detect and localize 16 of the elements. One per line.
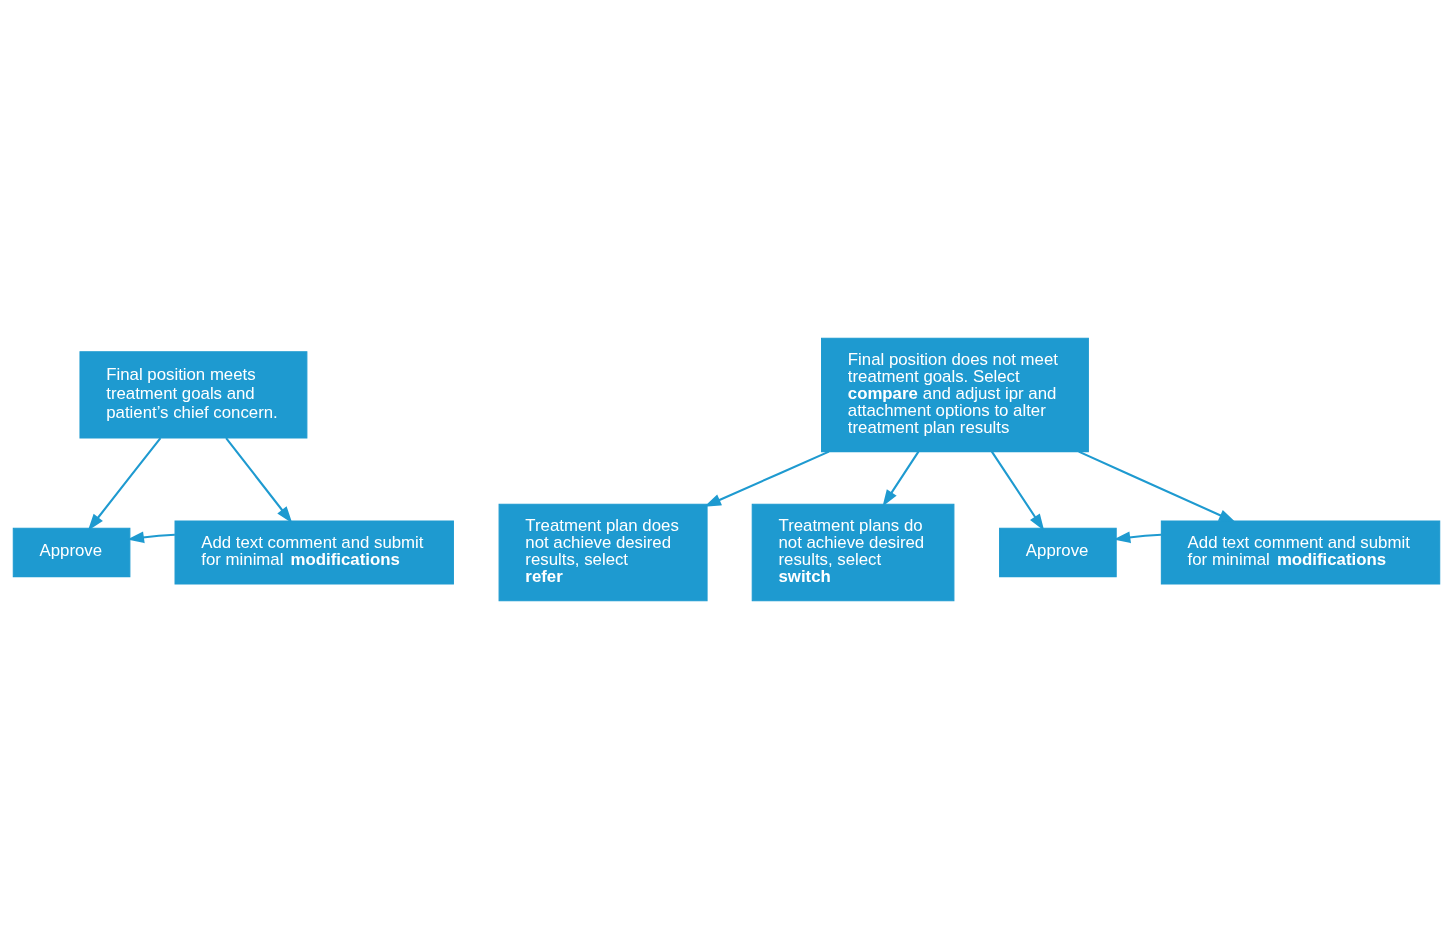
node-box: Treatment plans do not achieve desired results, select switch bbox=[751, 503, 955, 601]
arrow bbox=[704, 450, 830, 507]
arrow bbox=[87, 436, 162, 531]
arrow bbox=[1113, 530, 1162, 543]
arrow bbox=[127, 530, 175, 543]
arrow bbox=[225, 436, 293, 523]
arrow bbox=[990, 450, 1045, 531]
node-box: Approve bbox=[999, 527, 1117, 577]
arrow bbox=[882, 450, 920, 506]
node-box: Final position meets treatment goals and patient’s chief concern. bbox=[79, 350, 308, 438]
arrow bbox=[1078, 450, 1236, 522]
node-box: Add text comment and submit for minimal modifications bbox=[1160, 519, 1441, 584]
node-box: Final position does not meet treatment goals. Select compare and adjust ipr and attachment options to alter treatment plan results bbox=[821, 337, 1089, 452]
node-box: Add text comment and submit for minimal modifications bbox=[174, 519, 454, 584]
node-box: Treatment plan does not achieve desired results, select refer bbox=[498, 503, 708, 601]
node-box: Approve bbox=[12, 527, 131, 577]
